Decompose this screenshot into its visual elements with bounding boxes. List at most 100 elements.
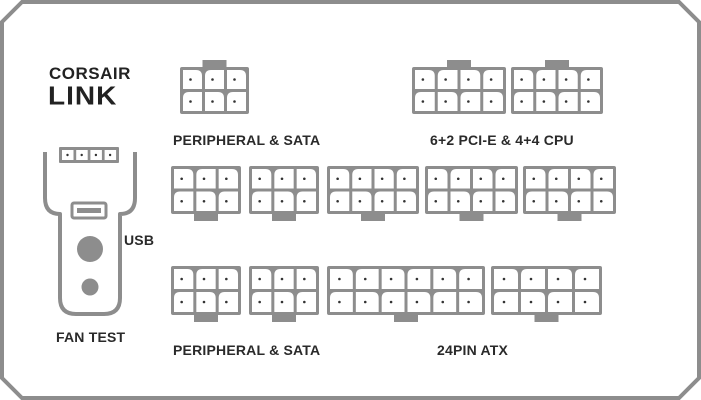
connector-pin [296,292,316,312]
connector-tab [534,314,559,322]
connector-pin-dot [542,78,546,81]
connector-pin [433,292,457,312]
connector-pin [174,169,194,189]
connector-pin-dot [233,100,236,103]
connector-pin [274,269,294,289]
connector-pin-dot [520,78,523,81]
connector-pin [227,92,246,111]
connector-pin-dot [434,177,438,181]
connector-pin-dot [415,277,419,281]
connector-pin [355,269,379,289]
connector-pin-dot [479,177,483,181]
connector-pin [571,191,591,211]
fan-connector-pin-dot [108,153,112,157]
connector-pin-dot [599,199,603,203]
connector-pin [183,92,202,111]
fan-test-button-small[interactable] [81,278,99,296]
connector-pin-dot [479,199,483,203]
connector-pin-dot [389,277,393,281]
connector-pin [252,292,272,312]
connector-pin [396,191,416,211]
middle-connector-4 [425,166,518,221]
label-peripheral-sata-bottom: PERIPHERAL & SATA [173,342,321,358]
connector-pin [428,191,448,211]
usb-fan-module [43,147,137,316]
connector-pin-dot [225,199,228,203]
connector-pin-dot [358,199,362,203]
connector-pin-dot [542,100,546,103]
connector-pin-dot [202,277,206,281]
connector-pin [183,70,202,89]
connector-pin [218,169,238,189]
connector-tab [545,60,569,68]
connector-body [511,67,603,114]
connector-pin [274,169,294,189]
connector-pin-dot [583,277,587,281]
label-24pin-atx: 24PIN ATX [437,342,509,358]
fan-test-button-large[interactable] [77,236,103,262]
connector-pin [580,92,600,111]
connector-pin [558,92,578,111]
connector-pin [437,92,458,111]
label-pcie-cpu: 6+2 PCI-E & 4+4 CPU [430,132,574,148]
connector-pin-dot [202,199,206,203]
middle-connector-2 [249,166,319,221]
connector-pin [274,191,294,211]
connector-pin [352,169,372,189]
connector-pin [580,70,600,89]
connector-pin [536,92,556,111]
connector-pin-dot [577,177,581,181]
connector-pin-dot [564,100,568,103]
connector-pin-dot [501,199,505,203]
connector-pin-dot [303,300,306,304]
connector-pin [548,292,572,312]
connector-pin [205,92,224,111]
connector-pin [196,269,216,289]
connector-pin [330,269,353,289]
connector-pin [274,292,294,312]
connector-pin-dot [303,199,306,203]
connector-tab [361,213,385,221]
middle-connector-3 [327,166,419,221]
connector-pin-dot [211,100,214,103]
connector-pin-dot [577,199,581,203]
connector-tab [202,60,227,68]
connector-pin-dot [441,277,445,281]
connector-pin [575,269,599,289]
connector-pin-dot [338,277,341,281]
connector-pin-dot [336,177,339,181]
connector-pin-dot [456,199,460,203]
connector-pin [218,191,238,211]
connector-pin-dot [467,100,470,103]
connector-pin-dot [502,277,506,281]
connector-pin-dot [502,300,506,304]
connector-pin [548,169,568,189]
connector-pin-dot [489,78,493,81]
atx-24pin-connector-main [327,266,485,322]
connector-pin-dot [338,300,341,304]
connector-pin [428,169,448,189]
connector-pin [514,92,534,111]
connector-pin [459,292,482,312]
connector-pin [558,70,578,89]
connector-pin [174,292,194,312]
connector-pin-dot [529,300,533,304]
pcie-cpu-connector-2 [511,60,603,114]
connector-pin [593,191,613,211]
connector-pin-dot [556,300,560,304]
connector-pin [460,92,481,111]
connector-body [491,266,602,315]
connector-pin-dot [358,177,362,181]
connector-pin [330,292,353,312]
connector-pin [196,292,216,312]
connector-pin-dot [180,199,183,203]
brand-corsair: CORSAIR [49,64,131,83]
connector-pin [374,191,394,211]
connector-body [425,166,518,214]
label-peripheral-sata-top: PERIPHERAL & SATA [173,132,321,148]
connector-pin [407,269,431,289]
connector-pin [450,169,470,189]
connector-pin-dot [583,300,587,304]
connector-pin-dot [180,300,183,304]
